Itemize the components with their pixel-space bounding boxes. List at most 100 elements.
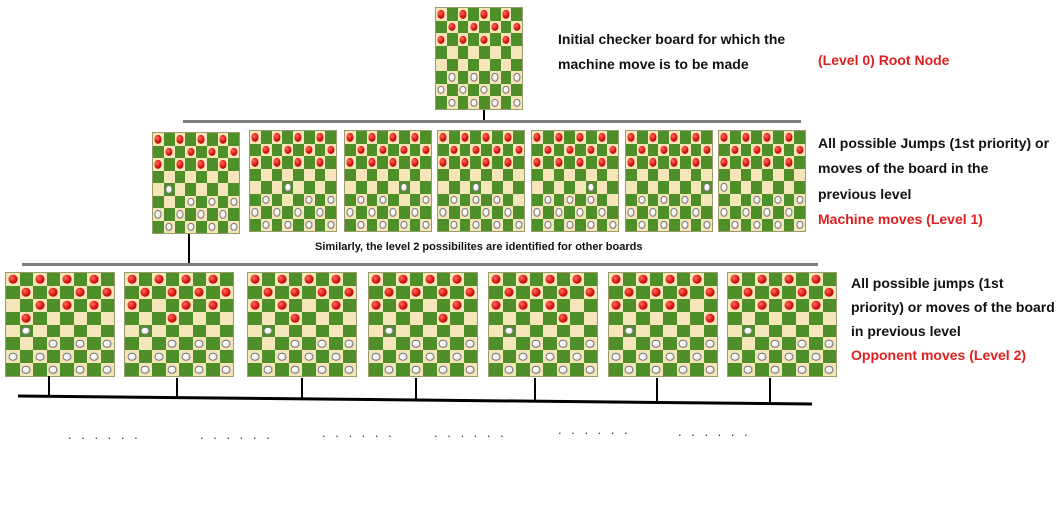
white-checker-piece [784, 352, 794, 361]
board-square [355, 168, 367, 181]
red-checker-piece [273, 133, 281, 142]
board-square [636, 193, 648, 206]
board-square [543, 273, 557, 286]
board-square [19, 337, 33, 351]
board-square [271, 206, 283, 219]
white-checker-piece [273, 208, 281, 217]
board-square [719, 218, 730, 231]
board-square [529, 311, 543, 325]
white-checker-piece [379, 195, 387, 204]
board-square [288, 285, 302, 299]
root-board [435, 7, 523, 110]
board-square [174, 208, 186, 221]
ellipsis-6: . . . . . . [678, 424, 751, 439]
board-square [822, 311, 836, 325]
red-checker-piece [331, 300, 341, 310]
red-checker-piece [533, 158, 541, 167]
board-square [751, 143, 762, 156]
board-square [690, 218, 702, 231]
board-square [740, 181, 752, 194]
red-checker-piece [89, 300, 99, 310]
red-checker-piece [757, 300, 767, 310]
board-square [676, 337, 690, 351]
ellipsis-4: . . . . . . [434, 425, 507, 440]
board-square [250, 193, 261, 206]
board-square [446, 8, 458, 21]
red-checker-piece [294, 158, 302, 167]
board-square [649, 298, 663, 312]
board-square [502, 206, 514, 219]
board-square [46, 311, 60, 325]
red-checker-piece [587, 145, 595, 154]
red-checker-piece [555, 158, 563, 167]
board-square [762, 193, 773, 206]
white-checker-piece [770, 365, 780, 374]
board-square [741, 285, 755, 299]
board-square [46, 324, 60, 338]
white-checker-piece [438, 339, 448, 349]
board-square [636, 350, 650, 364]
level2-board-1 [5, 272, 115, 377]
board-square [822, 350, 836, 364]
board-square [481, 193, 492, 206]
white-checker-piece [102, 365, 112, 374]
board-square [275, 324, 289, 338]
board-square [125, 324, 139, 338]
board-square [19, 285, 33, 299]
board-square [438, 193, 449, 206]
board-square [369, 337, 383, 351]
board-square [575, 206, 586, 219]
board-square [609, 273, 623, 286]
board-square [271, 193, 283, 206]
board-square [609, 285, 623, 299]
level1-board-6 [625, 130, 713, 232]
board-square [409, 143, 421, 156]
board-square [302, 337, 316, 351]
board-square [377, 218, 388, 231]
board-square [248, 298, 262, 312]
board-square [436, 324, 450, 338]
red-checker-piece [48, 288, 58, 297]
board-square [755, 285, 769, 299]
board-square [152, 298, 166, 312]
board-square [809, 350, 823, 364]
board-square [87, 273, 101, 286]
board-square [479, 8, 490, 21]
board-square [100, 324, 114, 338]
board-square [570, 311, 584, 325]
board-square [388, 131, 399, 144]
board-square [6, 350, 20, 364]
board-square [553, 193, 565, 206]
board-square [768, 298, 782, 312]
red-checker-piece [730, 275, 740, 284]
board-square [46, 337, 60, 351]
white-checker-piece [21, 326, 31, 336]
board-square [420, 131, 431, 144]
board-square [138, 298, 152, 312]
board-square [206, 170, 218, 183]
board-square [303, 168, 315, 181]
board-square [636, 143, 648, 156]
board-square [100, 285, 114, 299]
white-checker-piece [649, 208, 657, 217]
red-checker-piece [263, 288, 273, 297]
board-square [73, 311, 87, 325]
board-square [153, 133, 164, 146]
board-square [626, 131, 637, 144]
red-checker-piece [545, 275, 555, 284]
red-checker-piece [251, 158, 259, 167]
board-square [511, 58, 522, 72]
red-checker-piece [480, 35, 488, 44]
board-square [248, 350, 262, 364]
board-square [719, 131, 730, 144]
board-square [690, 181, 702, 194]
board-square [436, 33, 447, 46]
board-square [529, 337, 543, 351]
board-square [248, 363, 262, 376]
board-square [782, 298, 796, 312]
board-square [185, 195, 196, 208]
red-checker-piece [389, 158, 397, 167]
white-checker-piece [730, 352, 740, 361]
board-square [303, 143, 315, 156]
board-square [382, 273, 396, 286]
